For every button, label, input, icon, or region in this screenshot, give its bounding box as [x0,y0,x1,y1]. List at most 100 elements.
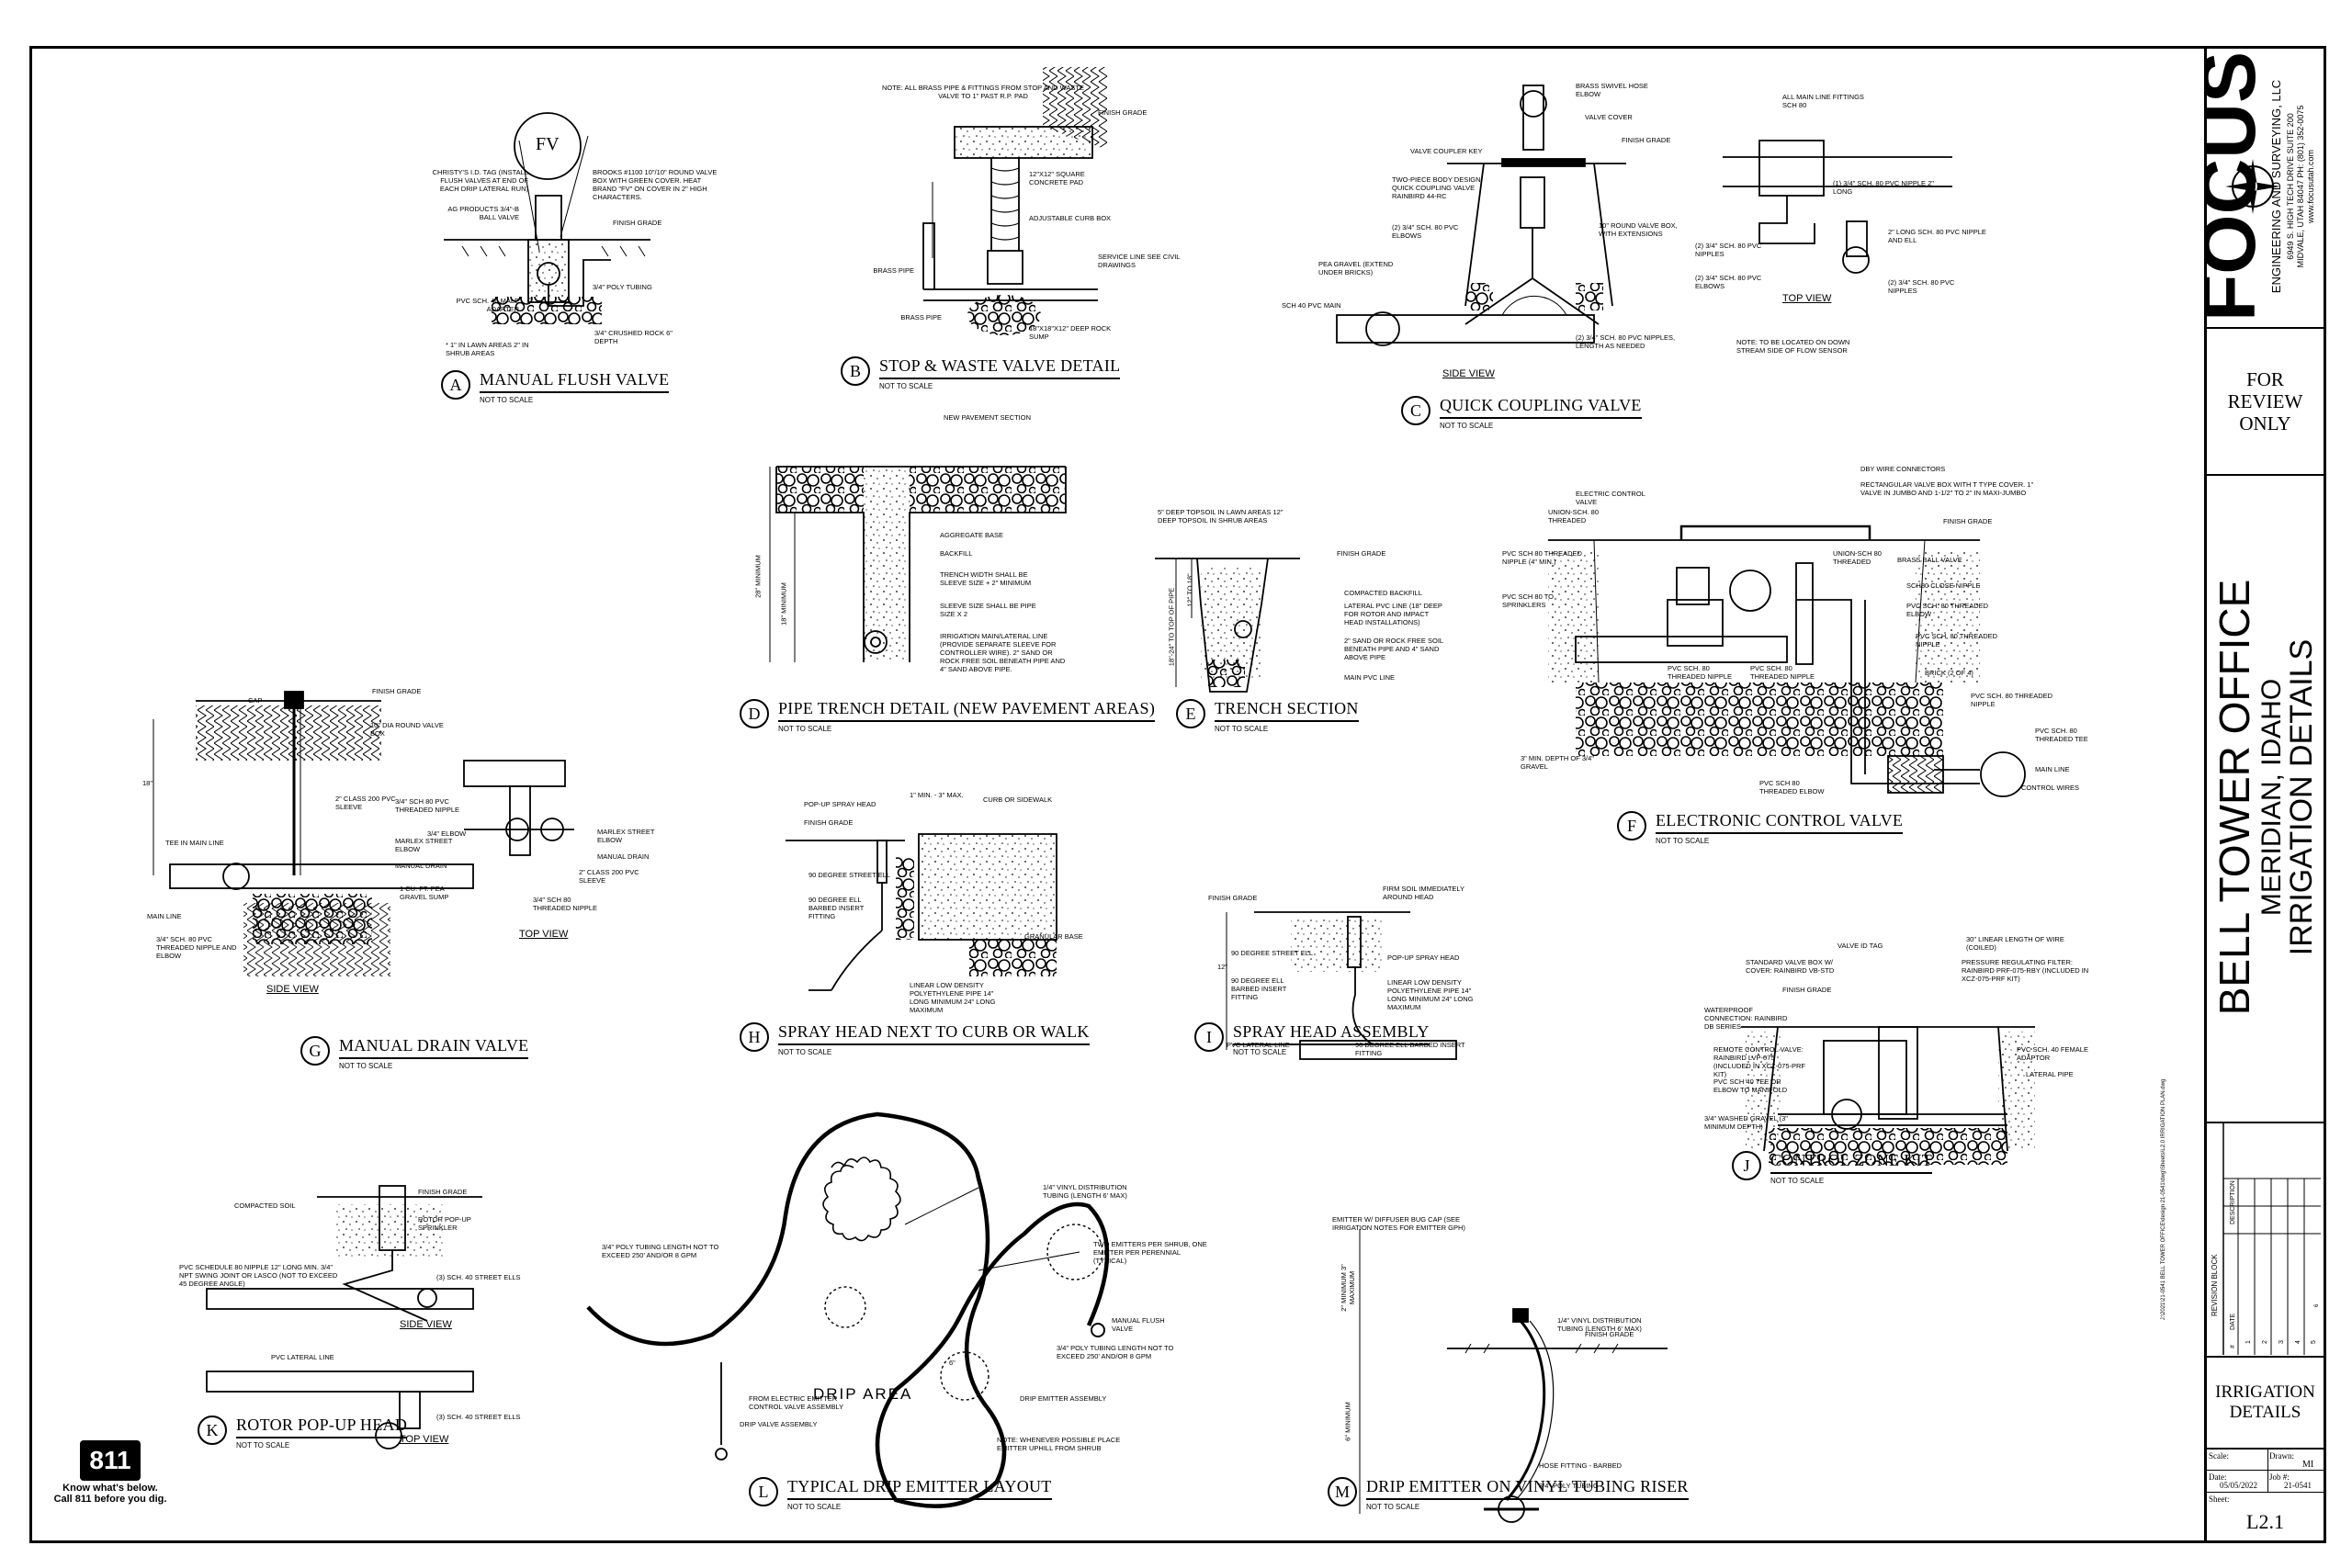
rev-col-desc: DESCRIPTION [2230,1180,2236,1224]
label-g-grade: FINISH GRADE [372,687,422,695]
detail-title: TYPICAL DRIP EMITTER LAYOUT [787,1477,1052,1500]
label-f-close: SCH80 CLOSE NIPPLE [1906,581,1981,590]
label-f-ball: BRASS BALL VALVE [1897,556,1962,564]
label-h-head: POP-UP SPRAY HEAD [804,800,876,808]
drawing-sheet: FOCUS ENGINEERING AND SURVEYING, LLC 694… [29,46,2326,1543]
label-f-pvcnip: PVC SCH 80 THREADED NIPPLE (4" MIN.) [1502,549,1582,566]
focus-logo-icon: FOCUS ENGINEERING AND SURVEYING, LLC 694… [2185,51,2315,321]
label-j-wire: 30" LINEAR LENGTH OF WIRE (COILED) [1966,935,2064,952]
rev-row: 5 [2311,1340,2317,1344]
fv-tag-text: FV [536,134,560,154]
label-k-top: TOP VIEW [400,1434,449,1445]
rev-col-date: DATE [2230,1314,2236,1330]
detail-title: SPRAY HEAD ASSEMBLY [1233,1022,1430,1045]
detail-letter: F [1617,811,1646,840]
label-k-grade: FINISH GRADE [418,1188,468,1196]
label-g-t3: MARLEX STREET ELBOW [597,828,655,844]
sheet-info: Scale: Drawn: MI Date: 05/05/2022 Job #:… [2207,1450,2324,1546]
label-b-sump: 18"X18"X12" DEEP ROCK SUMP [1029,324,1112,341]
label-d-new: NEW PAVEMENT SECTION [944,413,1032,422]
label-f-grade: FINISH GRADE [1943,517,1993,525]
label-f-dbr: DBY WIRE CONNECTORS [1860,465,1946,473]
detail-scale: NOT TO SCALE [339,1062,393,1070]
label-c-elbow: (2) 3/4" SCH. 80 PVC ELBOWS [1392,223,1459,240]
rev-row: 3 [2278,1340,2285,1344]
scale-label: Scale: [2209,1451,2229,1461]
detail-m-drawing [1359,1229,1668,1523]
detail-d-drawing [769,466,1067,662]
label-k-ells: (3) SCH. 40 STREET ELLS [436,1273,521,1281]
detail-title: ROTOR POP-UP HEAD [236,1416,408,1438]
label-f-ecv: ELECTRIC CONTROL VALVE [1576,490,1645,506]
detail-scale: NOT TO SCALE [236,1441,290,1450]
detail-title: ELECTRONIC CONTROL VALVE [1656,811,1904,834]
project-location: MERIDIAN, IDAHO [2256,679,2287,916]
detail-scale: NOT TO SCALE [778,725,832,733]
drawn-label: Drawn: [2269,1451,2294,1461]
detail-letter: B [841,356,870,386]
label-d-min: 28" MINIMUM [753,555,763,598]
label-g-cap: CAP [248,696,263,705]
label-g-gravel: 1 CU. FT. PEA GRAVEL SUMP [400,885,449,901]
detail-a-drawing [444,112,650,324]
label-a-valve: AG PRODUCTS 3/4"-B BALL VALVE [447,205,519,221]
label-c-swivel: BRASS SWIVEL HOSE ELBOW [1576,82,1648,98]
sheet-title: IRRIGATION DETAILS [2284,639,2319,955]
detail-scale: NOT TO SCALE [1215,725,1269,733]
label-e-grade: FINISH GRADE [1337,549,1386,558]
label-b-brass: BRASS PIPE [873,266,914,275]
label-f-union: UNION-SCH. 80 THREADED [1548,508,1600,525]
label-b-service: SERVICE LINE SEE CIVIL DRAWINGS [1098,253,1181,269]
revision-block: REVISION BLOCK # DATE DESCRIPTION 1 2 3 … [2207,1123,2324,1358]
detail-title: MANUAL DRAIN VALVE [339,1036,529,1059]
label-g-t6: 3/4" SCH 80 THREADED NIPPLE [533,896,598,912]
detail-letter: I [1194,1022,1224,1052]
label-b-note: NOTE: ALL BRASS PIPE & FITTINGS FROM STO… [881,84,1085,100]
label-g-tee: TEE IN MAIN LINE [165,839,224,847]
label-c-cover: VALVE COVER [1585,113,1633,121]
detail-title: CONTROL ZONE KIT [1770,1151,1933,1174]
label-i-barb: 90 DEGREE ELL BARBED INSERT FITTING [1231,976,1287,1001]
label-c-main: SCH 40 PVC MAIN [1282,301,1341,310]
label-e-sand: 2" SAND OR ROCK FREE SOIL BENEATH PIPE A… [1344,637,1443,661]
label-c-body: TWO-PIECE BODY DESIGN QUICK COUPLING VAL… [1392,175,1481,200]
label-a-note: * 1" IN LAWN AREAS 2" IN SHRUB AREAS [446,341,529,357]
label-j-grade: FINISH GRADE [1782,986,1832,994]
label-k-lat: PVC LATERAL LINE [271,1353,334,1361]
label-m-grade: FINISH GRADE [1585,1330,1634,1338]
label-m-poly: 3/4" POLY TUBING [1539,1482,1599,1490]
label-c-grade: FINISH GRADE [1622,136,1671,144]
label-g-t2: 3/4" ELBOW [427,829,467,838]
label-e-dim1: 12" TO 18" [1185,573,1194,607]
label-c-key: VALVE COUPLER KEY [1410,147,1483,155]
review-stamp: FOR REVIEW ONLY [2207,329,2324,476]
label-f-tnip1: PVC SCH. 80 THREADED NIPPLE [1668,664,1733,681]
label-h-barb: 90 DEGREE ELL BARBED INSERT FITTING [808,896,865,920]
label-j-lat: LATERAL PIPE [2026,1070,2074,1078]
detail-b-drawing [922,67,1107,335]
sheet-label: Sheet: [2209,1495,2230,1504]
label-l-poly2: 3/4" POLY TUBING LENGTH NOT TO EXCEED 25… [1057,1344,1174,1360]
detail-letter: M [1328,1477,1357,1506]
label-g-main: MAIN LINE [147,912,182,920]
detail-j-drawing [1741,1026,2035,1165]
label-g-dim: 18" [142,779,153,787]
detail-f-drawing [1548,525,2026,797]
date-label: Date: [2209,1472,2227,1482]
label-f-rect: RECTANGULAR VALVE BOX WITH T TYPE COVER.… [1860,480,2034,497]
label-k-side: SIDE VIEW [400,1319,452,1330]
detail-letter: A [441,370,470,400]
label-c-top: TOP VIEW [1782,293,1832,304]
label-g-sleeve: 2" CLASS 200 PVC SLEEVE [335,795,396,811]
detail-scale: NOT TO SCALE [787,1503,842,1511]
label-b-curb: ADJUSTABLE CURB BOX [1029,214,1112,222]
detail-title: PIPE TRENCH DETAIL (NEW PAVEMENT AREAS) [778,699,1156,722]
detail-scale: NOT TO SCALE [1770,1177,1825,1185]
label-f-tosp: PVC SCH 80 TO SPRINKLERS [1502,592,1554,609]
label-b-grade: FINISH GRADE [1098,108,1148,117]
label-c-box: 10" ROUND VALVE BOX, WITH EXTENSIONS [1599,221,1678,238]
job-value: 21-0541 [2284,1481,2312,1490]
